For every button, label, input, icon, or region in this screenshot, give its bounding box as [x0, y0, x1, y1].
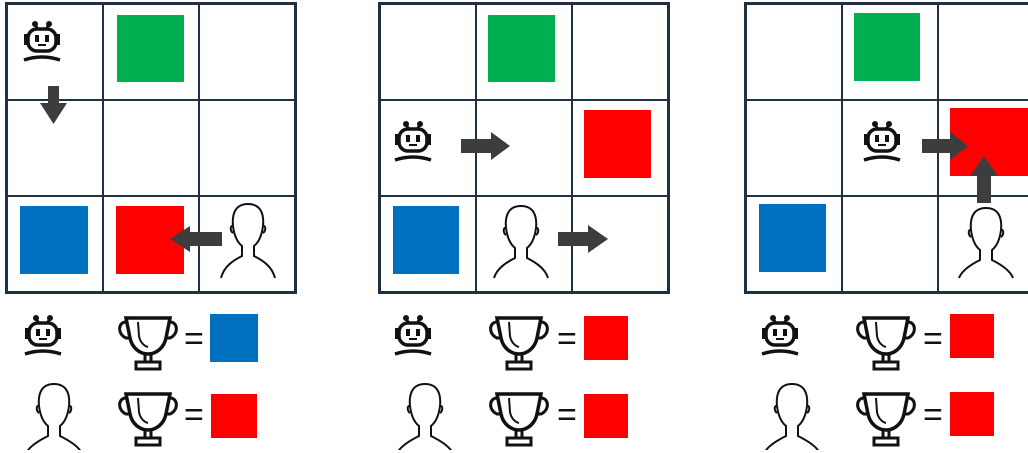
grid-cell	[476, 100, 572, 196]
grid-cell	[7, 100, 103, 196]
equals-sign: =	[557, 320, 577, 358]
human-goal-swatch	[584, 394, 628, 438]
equals-sign: =	[184, 396, 204, 434]
grid-cell	[572, 196, 668, 292]
grid-cell	[572, 100, 668, 196]
legend: = =	[761, 314, 994, 450]
grid-cell	[103, 196, 199, 292]
grid-cell	[380, 100, 476, 196]
grid-cell	[380, 196, 476, 292]
human-icon	[27, 383, 81, 450]
grid-cell	[938, 100, 1028, 196]
trophy-icon	[489, 392, 549, 447]
scenario-panel-2: = =	[371, 0, 671, 453]
grid-cell	[199, 4, 295, 100]
grid-world	[378, 2, 670, 294]
grid-cell	[746, 4, 842, 100]
grid-cell	[746, 100, 842, 196]
human-icon	[765, 383, 819, 450]
grid-cell	[476, 196, 572, 292]
equals-sign: =	[184, 320, 204, 358]
grid-cell	[380, 4, 476, 100]
equals-sign: =	[557, 396, 577, 434]
grid-cell	[842, 100, 938, 196]
grid-cell	[199, 196, 295, 292]
grid-cell	[7, 196, 103, 292]
human-goal-swatch	[211, 394, 257, 438]
scenario-panel-1: = =	[0, 0, 300, 453]
grid-cell	[476, 4, 572, 100]
legend: = =	[394, 315, 628, 450]
grid-cell	[938, 196, 1028, 292]
grid-cell	[938, 4, 1028, 100]
grid-cell	[842, 4, 938, 100]
robot-goal-swatch	[950, 314, 994, 358]
robot-goal-swatch	[210, 314, 258, 362]
equals-sign: =	[923, 320, 943, 358]
scenario-panel-3: = =	[740, 0, 1028, 453]
trophy-icon	[118, 392, 178, 447]
robot-icon	[24, 315, 62, 356]
legend: = =	[24, 314, 258, 450]
grid-cell	[7, 4, 103, 100]
trophy-icon	[856, 316, 916, 371]
grid-world	[744, 2, 1028, 294]
human-goal-swatch	[950, 392, 994, 436]
grid-cell	[572, 4, 668, 100]
equals-sign: =	[923, 396, 943, 434]
robot-icon	[394, 315, 432, 356]
grid-cell	[199, 100, 295, 196]
robot-icon	[761, 315, 799, 356]
grid-world	[5, 2, 297, 294]
grid-cell	[103, 4, 199, 100]
trophy-icon	[856, 392, 916, 447]
grid-cell	[842, 196, 938, 292]
human-icon	[398, 383, 452, 450]
trophy-icon	[118, 316, 178, 371]
robot-goal-swatch	[584, 316, 628, 360]
grid-cell	[746, 196, 842, 292]
trophy-icon	[489, 316, 549, 371]
grid-cell	[103, 100, 199, 196]
